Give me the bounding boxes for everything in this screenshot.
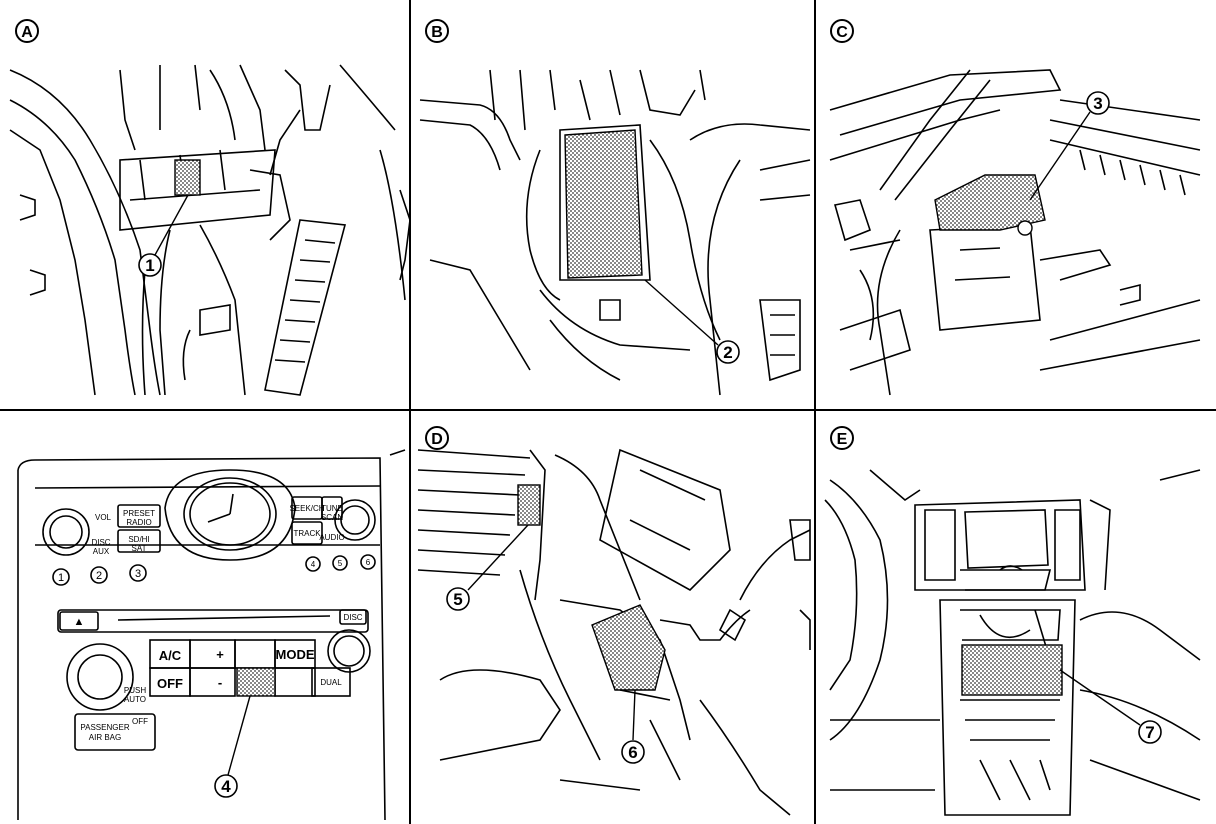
svg-text:3: 3 bbox=[1093, 94, 1102, 113]
svg-text:TRACK: TRACK bbox=[293, 529, 321, 538]
panel-b bbox=[399, 69, 811, 396]
svg-text:6: 6 bbox=[628, 743, 637, 762]
panel-label-a: A bbox=[15, 19, 39, 43]
panel-label-e: E bbox=[830, 426, 854, 450]
svg-text:AUDIO: AUDIO bbox=[319, 533, 344, 542]
svg-text:2: 2 bbox=[96, 570, 102, 582]
svg-text:4: 4 bbox=[311, 560, 316, 569]
svg-text:MODE: MODE bbox=[276, 647, 315, 662]
connector-7-highlight bbox=[961, 644, 1063, 696]
callout-4: 4 bbox=[214, 774, 238, 798]
svg-text:OFF: OFF bbox=[157, 676, 183, 691]
callout-7: 7 bbox=[1138, 720, 1162, 744]
svg-text:E: E bbox=[837, 431, 848, 448]
module-3-highlight bbox=[934, 174, 1046, 231]
panel-audio-climate bbox=[17, 449, 406, 821]
callout-2: 2 bbox=[716, 340, 740, 364]
svg-text:-: - bbox=[218, 675, 222, 690]
callout-5: 5 bbox=[446, 587, 470, 611]
callout-3: 3 bbox=[1086, 91, 1110, 115]
svg-text:DISC: DISC bbox=[343, 613, 362, 622]
svg-text:7: 7 bbox=[1145, 723, 1154, 742]
svg-text:5: 5 bbox=[338, 559, 343, 568]
callout-1: 1 bbox=[138, 253, 162, 277]
svg-text:+: + bbox=[216, 647, 224, 662]
panel-label-d: D bbox=[425, 426, 449, 450]
svg-text:4: 4 bbox=[221, 777, 231, 796]
svg-text:B: B bbox=[431, 24, 443, 41]
panel-e bbox=[824, 469, 1201, 816]
svg-text:6: 6 bbox=[366, 558, 371, 567]
connector-1-highlight bbox=[174, 159, 201, 196]
svg-text:AIR BAG: AIR BAG bbox=[89, 733, 121, 742]
svg-text:3: 3 bbox=[135, 568, 141, 580]
svg-text:▲: ▲ bbox=[74, 616, 85, 628]
svg-text:OFF: OFF bbox=[132, 717, 148, 726]
svg-text:1: 1 bbox=[58, 572, 64, 584]
svg-text:D: D bbox=[431, 431, 443, 448]
panel-a bbox=[9, 64, 406, 396]
panel-label-c: C bbox=[830, 19, 854, 43]
svg-text:SEEK/CH: SEEK/CH bbox=[289, 504, 324, 513]
unit-6-highlight bbox=[591, 604, 666, 691]
connector-5-highlight bbox=[517, 484, 541, 526]
svg-text:PASSENGER: PASSENGER bbox=[80, 723, 129, 732]
svg-text:2: 2 bbox=[723, 343, 732, 362]
svg-text:VOL: VOL bbox=[95, 513, 112, 522]
panel-d bbox=[417, 448, 811, 816]
svg-text:1: 1 bbox=[145, 256, 154, 275]
panel-label-b: B bbox=[425, 19, 449, 43]
svg-text:DUAL: DUAL bbox=[320, 678, 342, 687]
svg-text:5: 5 bbox=[453, 590, 462, 609]
svg-text:A: A bbox=[21, 24, 33, 41]
callout-6: 6 bbox=[621, 740, 645, 764]
svg-text:A/C: A/C bbox=[159, 648, 182, 663]
sensor-4-highlight bbox=[236, 667, 276, 697]
panel-c bbox=[829, 69, 1201, 396]
svg-text:C: C bbox=[836, 24, 848, 41]
connector-2-highlight bbox=[564, 129, 643, 279]
